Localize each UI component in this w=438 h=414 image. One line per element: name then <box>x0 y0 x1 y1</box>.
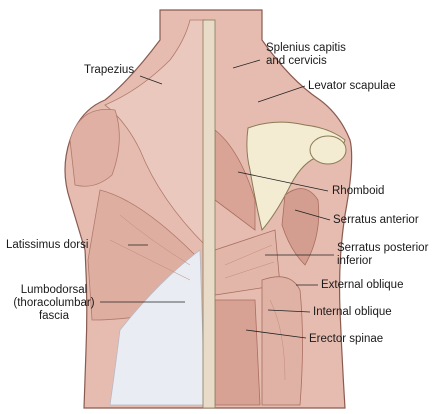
leader-trapezius <box>139 75 163 85</box>
label-splenius-line1: Splenius capitis <box>266 42 346 54</box>
label-lumbodorsal-line1: Lumbodorsal <box>20 284 88 296</box>
label-lumbodorsal-line3: fascia <box>38 310 70 322</box>
leader-splenius <box>232 59 261 69</box>
label-external-oblique: External oblique <box>321 279 404 291</box>
label-rhomboid: Rhomboid <box>332 185 385 197</box>
serratus-anterior-shape <box>281 188 320 266</box>
rhomboid-shape <box>214 129 256 231</box>
trapezius-shape <box>104 19 206 246</box>
label-latissimus-dorsi: Latissimus dorsi <box>6 239 89 251</box>
label-internal-oblique: Internal oblique <box>313 306 392 318</box>
leader-internal-oblique <box>267 309 311 313</box>
label-lumbodorsal-line2: (thoracolumbar) <box>13 297 95 309</box>
deltoid-shape <box>69 108 120 187</box>
label-splenius-line2: and cervicis <box>266 55 327 67</box>
label-serratus-anterior: Serratus anterior <box>333 214 419 226</box>
leader-erector <box>245 329 307 339</box>
label-serratus-posterior-line2: inferior <box>337 255 373 267</box>
spine-shape <box>202 19 216 409</box>
erector-spinae-shape <box>214 299 261 406</box>
leader-lines <box>100 59 334 339</box>
label-erector-spinae: Erector spinae <box>309 333 384 345</box>
label-trapezius: Trapezius <box>84 64 135 76</box>
leader-rhomboid <box>237 171 329 192</box>
lumbodorsal-fascia-shape <box>109 249 206 406</box>
label-levator-scapulae: Levator scapulae <box>308 80 396 92</box>
leader-levator <box>257 85 306 103</box>
leader-serratus-anterior <box>294 209 331 221</box>
label-serratus-posterior-line1: Serratus posterior <box>337 242 429 254</box>
humerus-head-shape <box>309 135 347 165</box>
